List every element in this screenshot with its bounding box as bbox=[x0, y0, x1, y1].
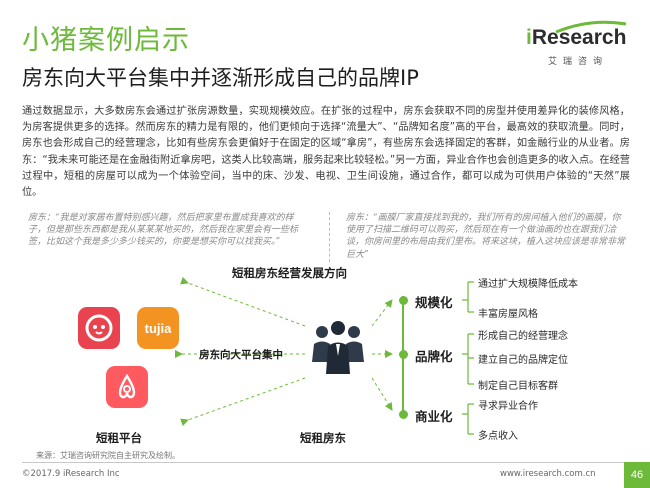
airbnb-logo-icon bbox=[106, 366, 148, 408]
category-scale: 规模化 bbox=[415, 295, 453, 310]
page-subtitle: 房东向大平台集中并逐渐形成自己的品牌IP bbox=[22, 66, 419, 90]
iresearch-logo: iResearch 艾瑞咨询 bbox=[526, 20, 630, 78]
source-note: 来源：艾瑞咨询研究院自主研究及绘制。 bbox=[36, 451, 180, 460]
tujia-logo-icon: tujia bbox=[137, 307, 179, 349]
landlords-group-icon bbox=[308, 314, 368, 380]
website-url: www.iresearch.com.cn bbox=[500, 469, 596, 479]
body-paragraph: 通过数据显示，大多数房东会通过扩张房源数量，实现规模效应。在扩张的过程中，房东会… bbox=[22, 106, 630, 199]
list-item: 制定自己目标客群 bbox=[478, 381, 558, 392]
category-commercial: 商业化 bbox=[415, 409, 453, 424]
list-item: 寻求异业合作 bbox=[478, 401, 538, 412]
quote-right: 房东：“画膜厂家直接找到我的，我们所有的房间植入他们的画膜，你使用了扫描二维码可… bbox=[346, 213, 626, 260]
list-item: 建立自己的品牌定位 bbox=[478, 355, 568, 366]
list-item: 通过扩大规模降低成本 bbox=[478, 279, 578, 290]
platform-label: 短租平台 bbox=[96, 431, 142, 445]
quote-left: 房东：“我是对家居布置特别感兴趣，然后把家里布置成我喜欢的样子，但是那些东西都是… bbox=[28, 213, 299, 248]
xiaozhu-logo-icon bbox=[78, 307, 120, 349]
category-dot-brand bbox=[399, 350, 408, 359]
list-item: 丰富房屋风格 bbox=[478, 309, 538, 320]
list-item: 多点收入 bbox=[478, 431, 518, 442]
category-brand: 品牌化 bbox=[415, 349, 453, 364]
logo-subtitle: 艾瑞咨询 bbox=[548, 57, 609, 67]
category-dot-commercial bbox=[399, 410, 408, 419]
quote-divider bbox=[329, 212, 330, 262]
footer-divider bbox=[22, 462, 627, 463]
page-title: 小猪案例启示 bbox=[22, 25, 190, 56]
logo-swoosh-icon bbox=[555, 20, 627, 34]
list-item: 形成自己的经营理念 bbox=[478, 331, 568, 342]
page-number: 46 bbox=[624, 462, 650, 488]
center-label: 房东向大平台集中 bbox=[199, 349, 283, 361]
copyright: ©2017.9 iResearch Inc bbox=[22, 469, 120, 479]
logo-mark: iResearch bbox=[526, 26, 627, 49]
diagram-title: 短租房东经营发展方向 bbox=[232, 266, 347, 280]
category-dot-scale bbox=[399, 296, 408, 305]
landlord-label: 短租房东 bbox=[300, 431, 346, 445]
